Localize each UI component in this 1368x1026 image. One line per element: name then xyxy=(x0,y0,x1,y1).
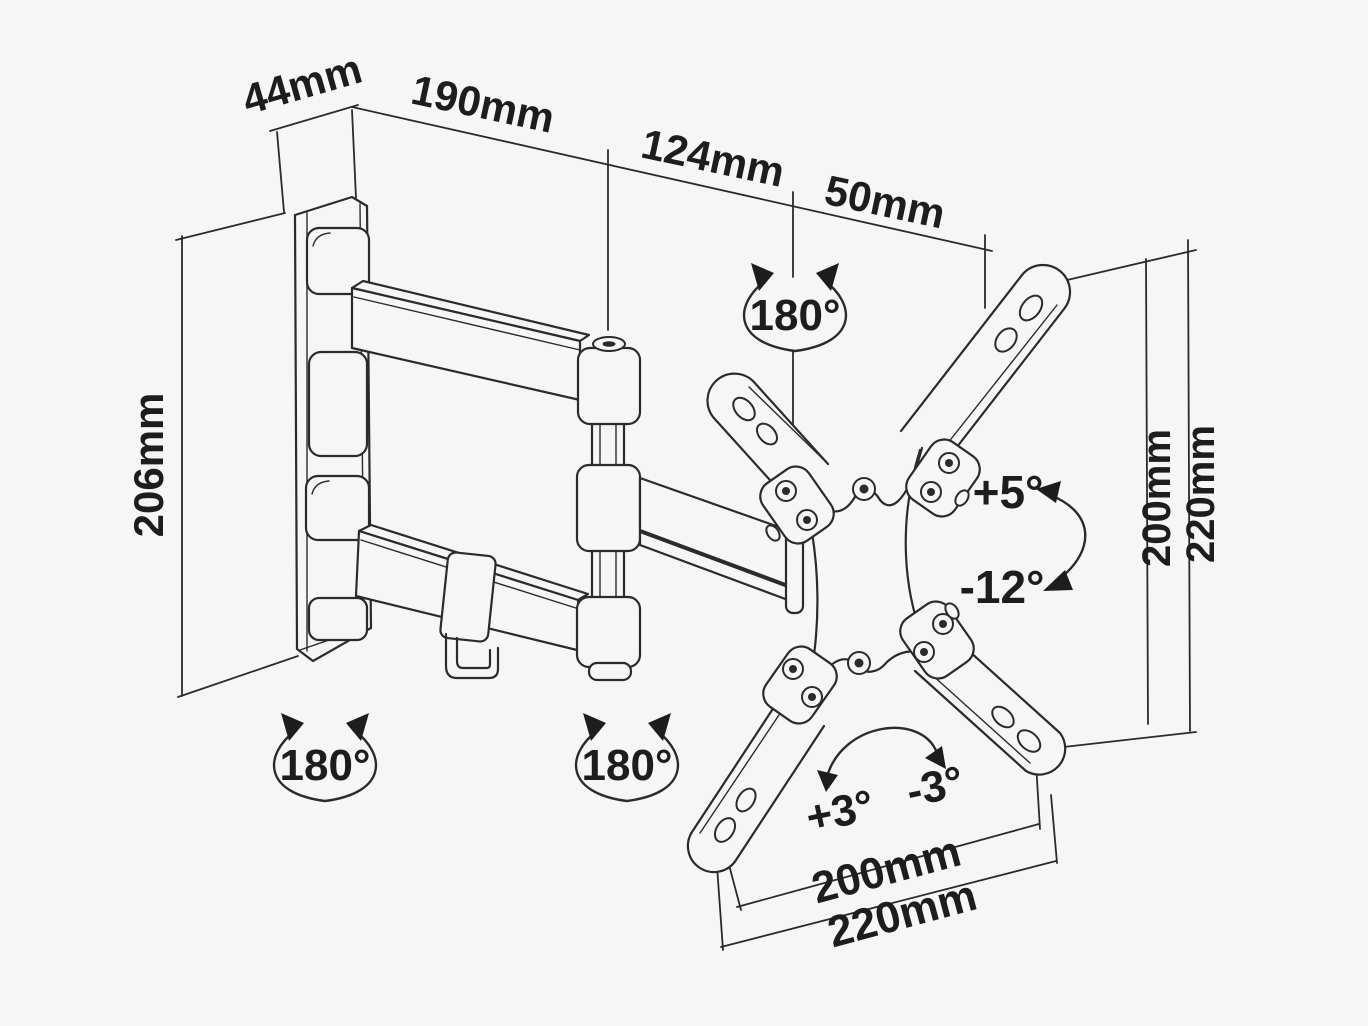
witness-line xyxy=(175,212,286,241)
slot-hole xyxy=(1018,294,1044,322)
dimension-line-bottom-200 xyxy=(736,823,1040,908)
witness-line xyxy=(276,131,285,213)
slot-hole xyxy=(713,817,737,843)
swivel-annotation-mid: 180° xyxy=(574,713,680,803)
arrow-head-icon xyxy=(925,746,946,769)
level-plus-label: +3° xyxy=(802,781,878,843)
mounting-screws xyxy=(765,452,970,708)
pivot-end-cap xyxy=(587,661,633,682)
lower-arm xyxy=(354,523,590,680)
vesa-slot-holes xyxy=(713,294,1044,843)
slot-hole xyxy=(756,422,778,446)
slot-hole xyxy=(991,705,1015,729)
dim-44-label: 44mm xyxy=(237,45,367,124)
swivel-annotation-wall: 180° xyxy=(272,713,378,803)
arrow-head-icon xyxy=(816,263,839,291)
swivel-mid-label: 180° xyxy=(581,741,672,790)
arrow-head-icon xyxy=(648,713,671,741)
arrow-head-icon xyxy=(583,713,606,741)
vesa-arm-edge xyxy=(748,386,824,460)
cable-clip-strap xyxy=(439,551,497,643)
witness-line xyxy=(177,655,299,698)
dimension-line-bottom-220 xyxy=(720,860,1057,948)
upper-arm xyxy=(350,279,591,402)
cable-clip-hook xyxy=(455,636,492,670)
level-arc xyxy=(825,726,939,779)
witness-line xyxy=(1050,794,1058,864)
arrow-head-icon xyxy=(1036,481,1061,503)
cable-clip-hook xyxy=(444,632,500,680)
rotation-arc xyxy=(272,728,378,803)
dim-206-label: 206mm xyxy=(125,393,172,538)
pivot-block-top xyxy=(576,346,642,426)
witness-line xyxy=(1045,731,1197,750)
arrow-head-icon xyxy=(1043,570,1073,591)
upper-arm-edge xyxy=(353,296,581,351)
slot-hole xyxy=(1016,729,1042,753)
dim-right-200-label: 200mm xyxy=(1135,429,1179,567)
arrow-head-icon xyxy=(346,713,369,741)
dimension-lines xyxy=(175,104,1197,951)
extension-arm xyxy=(638,476,805,615)
swivel-top-label: 180° xyxy=(749,291,840,340)
swivel-annotation-top: 180° xyxy=(742,263,848,353)
vesa-arm-edge xyxy=(935,304,1058,459)
arrow-head-icon xyxy=(281,713,304,741)
knob-bevel xyxy=(312,232,331,247)
small-hole xyxy=(944,602,960,620)
witness-line xyxy=(1049,249,1197,285)
pivot-block-middle xyxy=(575,463,642,553)
vesa-arm-lower-left xyxy=(686,696,826,874)
pivot-block-bottom xyxy=(575,595,642,669)
dimension-line-right-200 xyxy=(1145,258,1149,725)
rotation-arc xyxy=(574,728,680,803)
dimension-line-right-220 xyxy=(1187,239,1191,732)
witness-line xyxy=(351,109,357,199)
tilt-annotation: +5° -12° xyxy=(960,466,1087,613)
vesa-plate xyxy=(686,263,1072,874)
vesa-arm-edge xyxy=(699,702,788,834)
level-annotation: +3° -3° xyxy=(802,726,968,843)
pivot-shaft xyxy=(590,542,626,604)
knob-bevel xyxy=(311,480,330,495)
small-hole xyxy=(954,489,970,507)
tilt-up-label: +5° xyxy=(973,466,1044,518)
dimension-line-top-chain xyxy=(351,106,993,252)
tilt-arc xyxy=(1048,493,1087,582)
small-hole xyxy=(765,524,781,542)
dim-124-label: 124mm xyxy=(637,120,788,196)
hinge-knob xyxy=(304,474,371,542)
dimension-line-44 xyxy=(269,104,359,132)
wall-plate xyxy=(293,195,373,663)
pivot-column xyxy=(575,336,642,682)
arrow-head-icon xyxy=(817,770,838,792)
slot-hole xyxy=(732,396,756,422)
swivel-wall-label: 180° xyxy=(279,741,370,790)
dim-190-label: 190mm xyxy=(407,66,558,142)
hinge-knob xyxy=(305,226,371,296)
tilt-down-label: -12° xyxy=(960,561,1045,613)
rotation-arc xyxy=(742,278,848,353)
pivot-shaft-edge xyxy=(599,547,617,601)
dim-right-220-label: 220mm xyxy=(1179,425,1223,563)
level-minus-label: -3° xyxy=(902,757,968,817)
arrow-head-icon xyxy=(751,263,774,291)
hinge-bracket xyxy=(307,350,369,458)
slot-hole xyxy=(735,787,757,813)
hinge-bracket xyxy=(307,596,369,642)
vesa-arm-edge xyxy=(919,663,1031,764)
slot-hole xyxy=(994,327,1018,353)
pivot-screw-center xyxy=(602,341,616,347)
